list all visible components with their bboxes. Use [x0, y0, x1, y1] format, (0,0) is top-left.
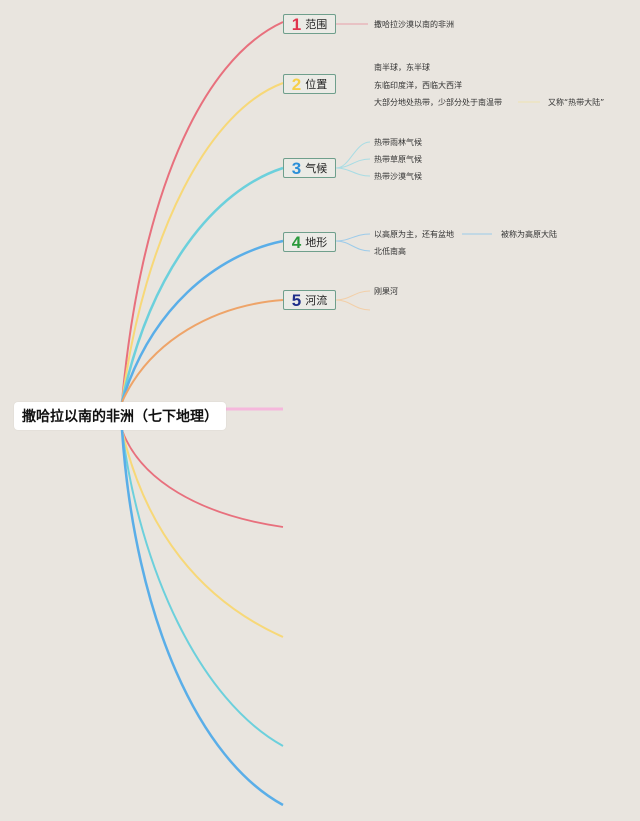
topic-location[interactable]: 2 位置 — [283, 74, 336, 94]
branch-line-4 — [120, 239, 284, 403]
subtopic[interactable]: 刚果河 — [374, 287, 398, 296]
topic-label: 位置 — [305, 78, 328, 91]
branch-line-1 — [121, 21, 284, 403]
branch-line-empty-red — [121, 429, 284, 528]
subtopic[interactable]: 东临印度洋，西临大西洋 — [374, 81, 462, 90]
topic-label: 河流 — [305, 294, 328, 307]
subtopic[interactable]: 北低南高 — [374, 247, 406, 256]
subtopic-note[interactable]: 又称“热带大陆” — [548, 98, 605, 107]
subtopic[interactable]: 以高原为主，还有盆地 — [374, 230, 454, 239]
topic-number: 2 — [291, 74, 302, 94]
branch-line-3 — [120, 166, 284, 403]
branch-line-2 — [121, 82, 284, 403]
topic-label: 地形 — [305, 236, 328, 249]
topic-number: 3 — [291, 158, 302, 178]
topic-label: 气候 — [305, 162, 328, 175]
subtopic[interactable]: 南半球，东半球 — [374, 63, 430, 72]
central-topic[interactable]: 撒哈拉以南的非洲（七下地理） — [14, 402, 226, 430]
subtopic[interactable]: 热带沙漠气候 — [374, 172, 422, 181]
subtopic[interactable]: 撒哈拉沙漠以南的非洲 — [374, 20, 454, 29]
branch-line-empty-yellow — [121, 429, 284, 638]
branch-line-empty-cyan — [121, 429, 284, 747]
topic-number: 1 — [291, 14, 302, 34]
topic-climate[interactable]: 3 气候 — [283, 158, 336, 178]
topic-number: 4 — [291, 232, 302, 252]
subtopic-note[interactable]: 被称为高原大陆 — [501, 230, 557, 239]
subtopic[interactable]: 大部分地处热带，少部分处于南温带 — [374, 98, 502, 107]
topic-terrain[interactable]: 4 地形 — [283, 232, 336, 252]
central-topic-label: 撒哈拉以南的非洲（七下地理） — [22, 409, 218, 425]
topic-rivers[interactable]: 5 河流 — [283, 290, 336, 310]
topic-range[interactable]: 1 范围 — [283, 14, 336, 34]
branch-line-empty-blue — [120, 429, 284, 807]
subtopic[interactable]: 热带雨林气候 — [374, 138, 422, 147]
subtopic[interactable]: 热带草原气候 — [374, 155, 422, 164]
topic-label: 范围 — [305, 18, 328, 31]
branch-line-5 — [121, 299, 284, 403]
topic-number: 5 — [291, 290, 302, 310]
